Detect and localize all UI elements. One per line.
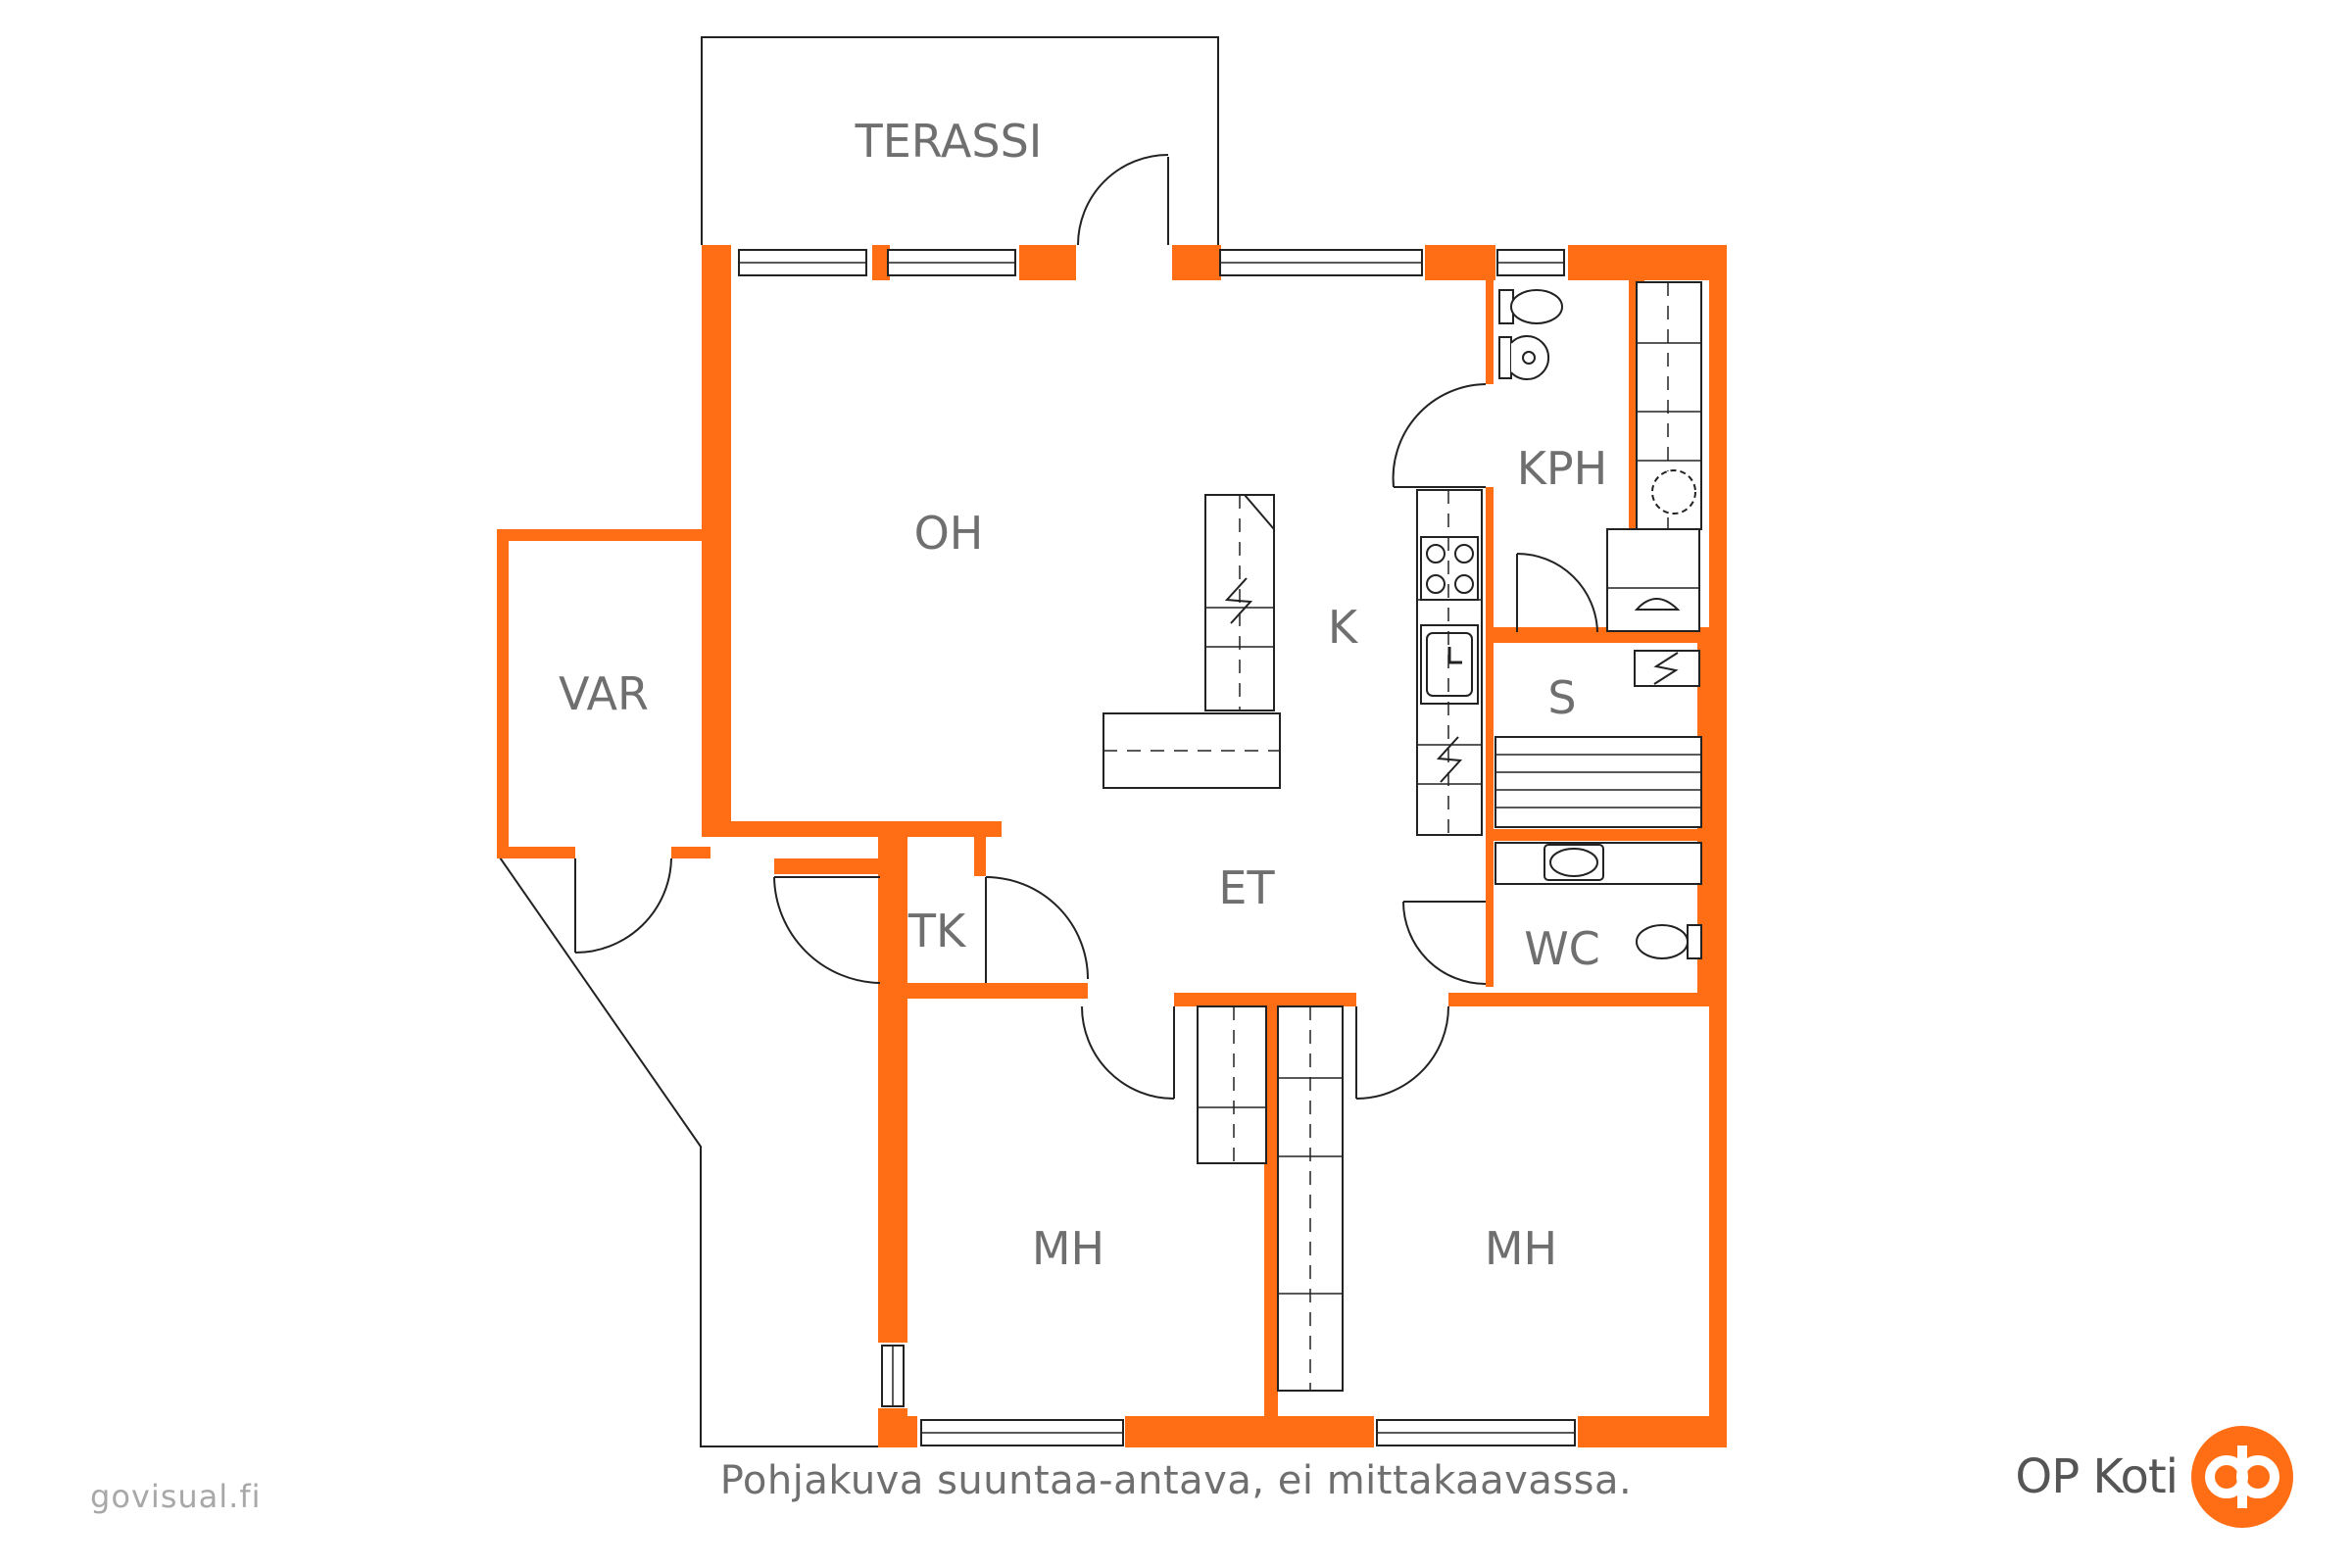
- brand-name: OP Koti: [2015, 1449, 2179, 1504]
- room-label-bathroom: KPH: [1517, 442, 1608, 495]
- room-label-hallway: ET: [1218, 861, 1275, 914]
- op-logo-icon: [2191, 1426, 2293, 1528]
- brand-block: OP Koti: [2015, 1423, 2293, 1531]
- walls: [497, 245, 1727, 1447]
- room-label-terrace: TERASSI: [855, 115, 1043, 168]
- disclaimer-caption: Pohjakuva suuntaa-antava, ei mittakaavas…: [719, 1458, 1633, 1503]
- room-label-closet: TK: [907, 905, 967, 957]
- room-label-storage: VAR: [559, 667, 649, 720]
- room-label-bedroom-2: MH: [1485, 1222, 1557, 1275]
- room-label-toilet: WC: [1524, 922, 1600, 975]
- doors: [574, 154, 1598, 1100]
- credit-link[interactable]: govisual.fi: [90, 1478, 262, 1515]
- room-label-sauna: S: [1547, 671, 1576, 724]
- bathroom-fixtures: [1498, 289, 1702, 959]
- walkway-outline: [499, 857, 878, 1447]
- room-label-kitchen: K: [1328, 601, 1359, 654]
- room-label-bedroom-1: MH: [1032, 1222, 1104, 1275]
- terrace-outline: [701, 36, 1219, 245]
- room-label-living-room: OH: [914, 507, 984, 560]
